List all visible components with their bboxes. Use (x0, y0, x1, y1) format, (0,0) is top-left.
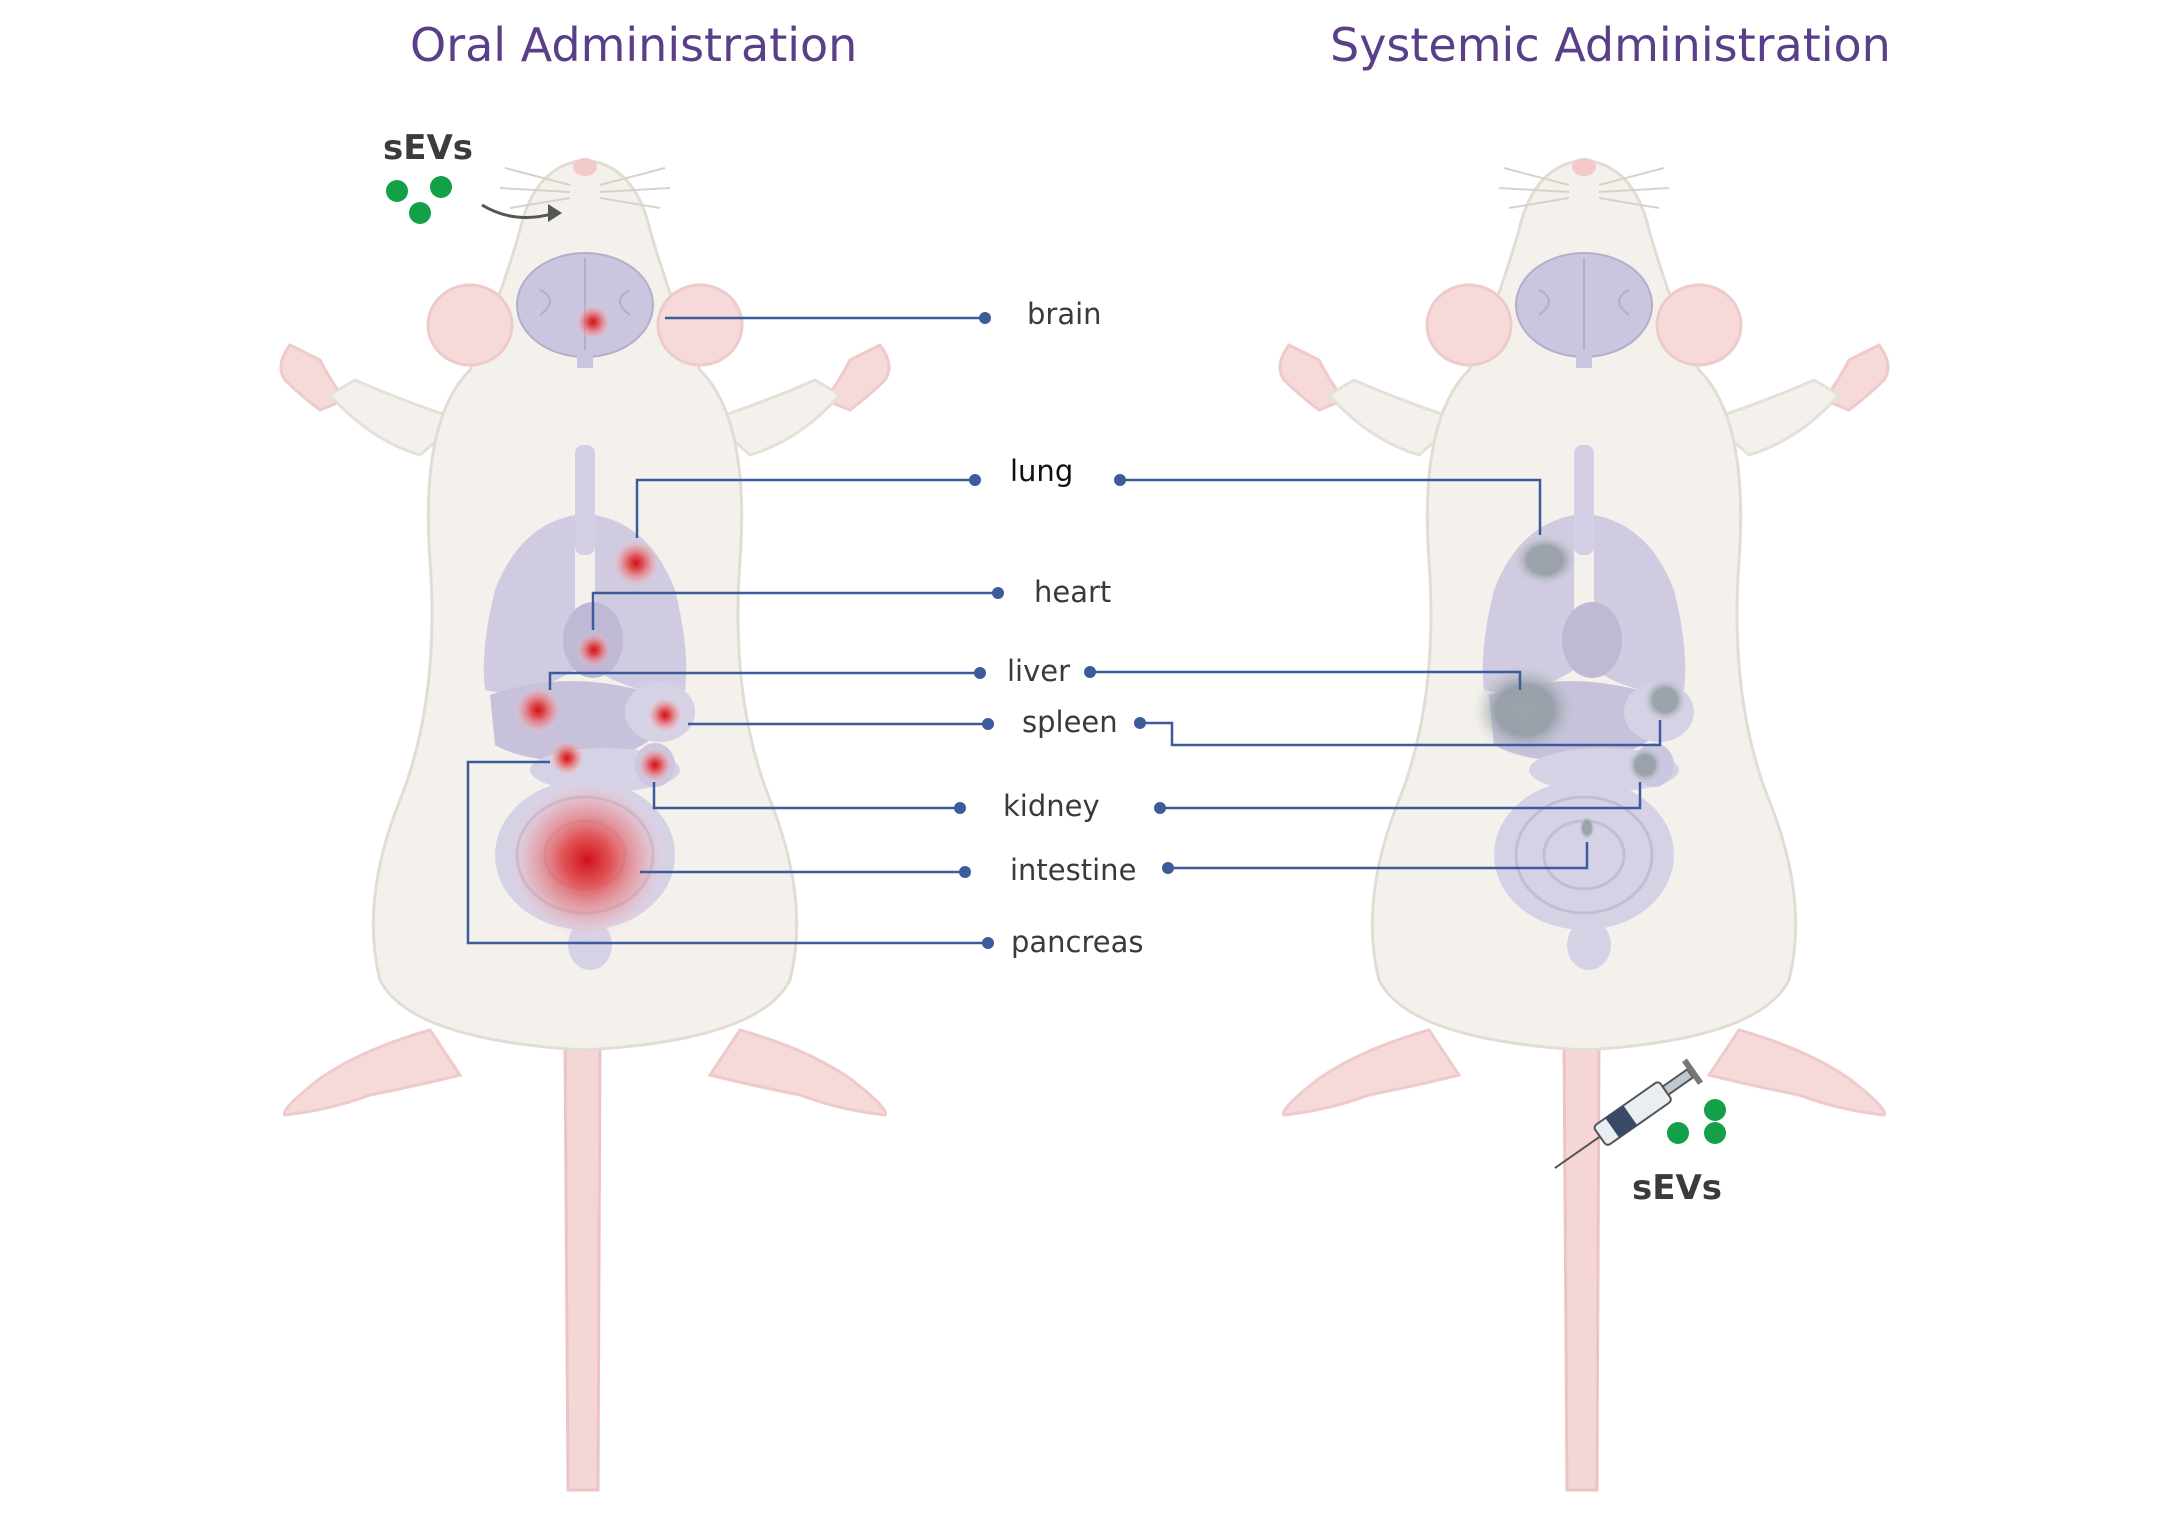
label-liver: liver (1007, 654, 1071, 688)
syringe-icon (1554, 1058, 1703, 1169)
sevs-label-bottom: sEVs (1632, 1168, 1723, 1208)
leader-dots-right (1084, 474, 1174, 874)
label-heart: heart (1034, 575, 1112, 609)
leader-lines-right (1090, 478, 1662, 870)
title-oral: Oral Administration (410, 18, 858, 72)
label-pancreas: pancreas (1011, 925, 1144, 959)
sevs-label-top: sEVs (383, 128, 474, 168)
label-spleen: spleen (1022, 705, 1118, 739)
leader-lines-left (466, 316, 998, 945)
label-brain: brain (1027, 297, 1102, 331)
grey-signals (1473, 534, 1687, 840)
arrowhead-icon (548, 204, 562, 222)
label-intestine: intestine (1010, 853, 1137, 887)
label-kidney: kidney (1003, 789, 1100, 823)
leader-dots-left (954, 312, 1004, 949)
ev-dots-top (386, 176, 452, 224)
label-lung: lung (1010, 454, 1074, 488)
red-signals (507, 304, 683, 940)
ev-dots-bottom (1667, 1099, 1726, 1144)
oral-arrow-icon (481, 203, 556, 219)
title-systemic: Systemic Administration (1330, 18, 1891, 72)
